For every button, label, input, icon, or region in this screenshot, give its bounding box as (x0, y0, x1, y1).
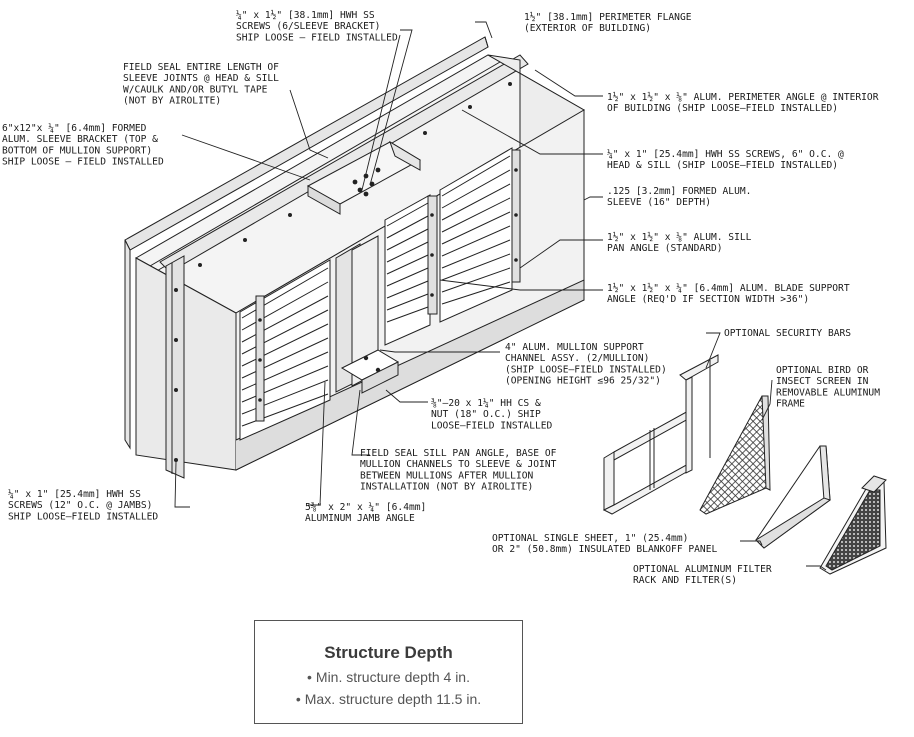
callout-line: ANGLE (REQ'D IF SECTION WIDTH >36") (607, 294, 809, 305)
callout-jamb-angle: 5⅜" x 2" x ¼" [6.4mm]ALUMINUM JAMB ANGLE (305, 501, 426, 524)
callout-line: HEAD & SILL (SHIP LOOSE–FIELD INSTALLED) (607, 160, 838, 171)
callout-line: 1½" x 1½" x ⅛" ALUM. SILL (607, 231, 752, 243)
callout-line: FRAME (776, 399, 805, 410)
callout-line: MULLION CHANNELS TO SLEEVE & JOINT (360, 459, 557, 470)
callout-line: OPTIONAL ALUMINUM FILTER (633, 564, 772, 575)
jamb-angle (165, 255, 185, 479)
mullion-channels (335, 235, 400, 394)
callout-line: (SHIP LOOSE–FIELD INSTALLED) (505, 364, 667, 375)
callout-line: INSECT SCREEN IN (776, 376, 869, 387)
callout-line: SLEEVE (16" DEPTH) (607, 197, 711, 208)
callout-security-bars: OPTIONAL SECURITY BARS (724, 328, 851, 339)
leader-lines (174, 21, 827, 571)
callout-formed-sleeve: .125 [3.2mm] FORMED ALUM.SLEEVE (16" DEP… (607, 186, 751, 208)
callout-line: (NOT BY AIROLITE) (123, 96, 221, 107)
callout-line: CHANNEL ASSY. (2/MULLION) (505, 353, 649, 364)
callout-line: BETWEEN MULLIONS AFTER MULLION (360, 470, 534, 481)
callout-line: ALUM. SLEEVE BRACKET (TOP & (2, 134, 158, 145)
callout-line: SCREWS (6/SLEEVE BRACKET) (236, 21, 380, 32)
callout-blankoff-panel: OPTIONAL SINGLE SHEET, 1" (25.4mm)OR 2" … (492, 533, 717, 555)
callout-line: PAN ANGLE (STANDARD) (607, 243, 723, 254)
callout-line: SHIP LOOSE – FIELD INSTALLED (236, 32, 398, 43)
callout-line: .125 [3.2mm] FORMED ALUM. (607, 186, 751, 197)
callout-line: (EXTERIOR OF BUILDING) (524, 23, 651, 34)
structure-depth-min: •Min. structure depth 4 in. (255, 669, 522, 685)
callout-line: ¼" x 1" [25.4mm] HWH SS SCREWS, 6" O.C. … (607, 148, 844, 160)
callout-line: SHIP LOOSE–FIELD INSTALLED (8, 511, 158, 522)
callout-line: SLEEVE JOINTS @ HEAD & SILL (123, 73, 279, 84)
louver-assembly (124, 36, 585, 479)
callout-line: ⅜"–20 x 1¼" HH CS & (431, 397, 541, 409)
callout-line: REMOVABLE ALUMINUM (776, 387, 880, 398)
bullet-icon: • (295, 691, 301, 707)
callout-line: ¼" x 1½" [38.1mm] HWH SS (236, 9, 375, 21)
perimeter-flange (124, 36, 489, 450)
callout-line: FIELD SEAL SILL PAN ANGLE, BASE OF (360, 448, 557, 459)
callout-line: ¼" x 1" [25.4mm] HWH SS (8, 488, 141, 500)
bird-insect-screen (699, 395, 771, 515)
callout-line: 1½" x 1½" x ⅛" ALUM. PERIMETER ANGLE @ I… (607, 91, 879, 103)
sleeve-bracket (306, 140, 422, 215)
callout-line: BOTTOM OF MULLION SUPPORT) (2, 145, 152, 156)
louver-section-right (439, 147, 513, 323)
callout-line: OPTIONAL SINGLE SHEET, 1" (25.4mm) (492, 533, 688, 544)
callout-line: 1½" x 1½" x ¼" [6.4mm] ALUM. BLADE SUPPO… (607, 282, 850, 294)
callout-line: OF BUILDING (SHIP LOOSE–FIELD INSTALLED) (607, 103, 838, 114)
structure-depth-min-text: Min. structure depth 4 in. (315, 669, 470, 685)
callout-line: LOOSE–FIELD INSTALLED (431, 420, 553, 431)
callout-line: SHIP LOOSE – FIELD INSTALLED (2, 157, 164, 168)
callout-head-sill-screws: ¼" x 1" [25.4mm] HWH SS SCREWS, 6" O.C. … (607, 148, 844, 171)
structure-depth-box: Structure Depth •Min. structure depth 4 … (254, 620, 523, 724)
callout-line: 1½" [38.1mm] PERIMETER FLANGE (524, 11, 692, 23)
callout-line: SCREWS (12" O.C. @ JAMBS) (8, 500, 152, 511)
bullet-icon: • (307, 669, 312, 685)
filter-rack (819, 475, 887, 575)
callout-line: OPTIONAL BIRD OR (776, 365, 869, 376)
security-bars (602, 354, 719, 515)
callout-line: W/CAULK AND/OR BUTYL TAPE (123, 84, 268, 95)
louver-section-middle (384, 194, 431, 346)
callout-line: (OPENING HEIGHT ≤96 25/32") (505, 376, 661, 387)
callout-line: 6"x12"x ¼" [6.4mm] FORMED (2, 122, 147, 134)
callout-line: 5⅜" x 2" x ¼" [6.4mm] (305, 501, 426, 513)
callout-line: RACK AND FILTER(S) (633, 575, 737, 586)
callout-line: ALUMINUM JAMB ANGLE (305, 513, 415, 524)
structure-depth-max: •Max. structure depth 11.5 in. (255, 691, 522, 707)
callout-perimeter-angle: 1½" x 1½" x ⅛" ALUM. PERIMETER ANGLE @ I… (607, 91, 879, 114)
blankoff-panel (755, 445, 832, 549)
structure-depth-title: Structure Depth (324, 643, 453, 662)
callout-line: 4" ALUM. MULLION SUPPORT (505, 342, 644, 353)
callout-line: OR 2" (50.8mm) INSULATED BLANKOFF PANEL (492, 544, 717, 555)
callout-line: OPTIONAL SECURITY BARS (724, 328, 851, 339)
callout-blade-support: 1½" x 1½" x ¼" [6.4mm] ALUM. BLADE SUPPO… (607, 282, 850, 305)
callout-perimeter-flange: 1½" [38.1mm] PERIMETER FLANGE(EXTERIOR O… (524, 11, 692, 34)
callout-line: INSTALLATION (NOT BY AIROLITE) (360, 482, 533, 493)
structure-depth-max-text: Max. structure depth 11.5 in. (304, 691, 482, 707)
callout-line: FIELD SEAL ENTIRE LENGTH OF (123, 62, 279, 73)
callout-line: NUT (18" O.C.) SHIP (431, 409, 541, 420)
